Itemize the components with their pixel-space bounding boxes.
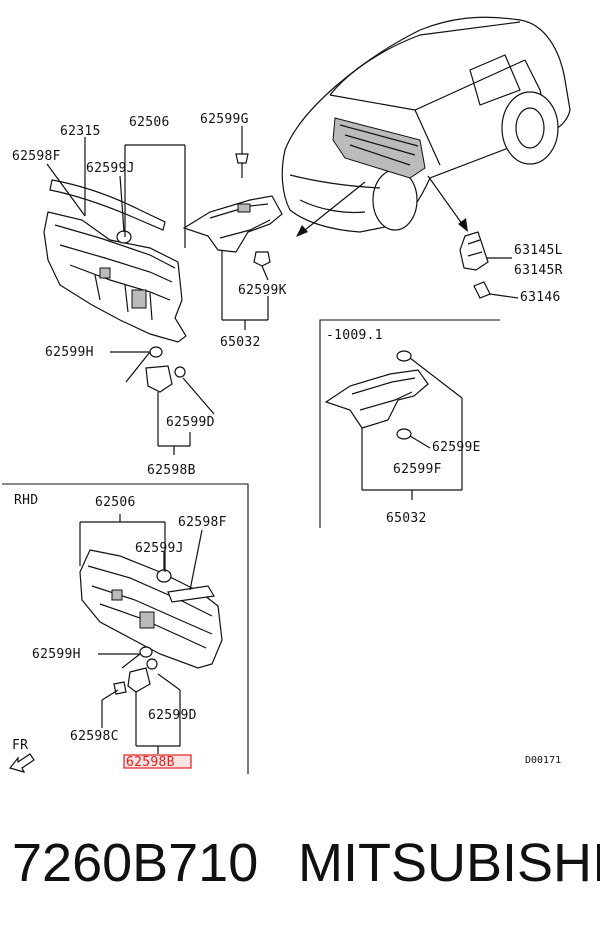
vehicle-illustration [281, 16, 571, 233]
label-62599D-rhd: 62599D [148, 708, 197, 723]
label-63146: 63146 [520, 290, 561, 305]
brand-name: MITSUBISHI [298, 833, 600, 893]
label-62599D: 62599D [166, 415, 215, 430]
highlight-box [123, 754, 192, 769]
cowl-bracket-group [182, 153, 283, 267]
label-62598B-rhd-highlighted: 62598B [126, 755, 175, 770]
label-62599J-rhd: 62599J [135, 541, 184, 556]
label-1009: -1009.1 [326, 328, 383, 343]
label-62315: 62315 [60, 124, 101, 139]
callout-arrows [296, 175, 468, 237]
label-rhd: RHD [14, 493, 38, 508]
label-62599G: 62599G [200, 112, 249, 127]
label-65032-top: 65032 [220, 335, 261, 350]
cowl-bracket-old [324, 350, 429, 440]
label-63145R: 63145R [514, 263, 563, 278]
label-62599H-rhd: 62599H [32, 647, 81, 662]
label-62506: 62506 [129, 115, 170, 130]
part-number: 7260B710 [12, 833, 259, 893]
label-62598B: 62598B [147, 463, 196, 478]
label-62599K: 62599K [238, 283, 287, 298]
leaders-top-left [46, 137, 215, 455]
bracket-63145 [459, 231, 491, 299]
front-arrow-icon [8, 753, 35, 773]
label-62599H: 62599H [45, 345, 94, 360]
label-62599F: 62599F [393, 462, 442, 477]
label-fr: FR [12, 738, 28, 753]
diagram-code: D00171 [525, 755, 561, 766]
label-62598C: 62598C [70, 729, 119, 744]
label-62599E: 62599E [432, 440, 481, 455]
dash-panel-lhd [43, 179, 187, 393]
label-65032-right: 65032 [386, 511, 427, 526]
dash-panel-rhd [79, 549, 223, 695]
label-62598F: 62598F [12, 149, 61, 164]
label-63145L: 63145L [514, 243, 563, 258]
label-62506-rhd: 62506 [95, 495, 136, 510]
label-62599J: 62599J [86, 161, 135, 176]
label-62598F-rhd: 62598F [178, 515, 227, 530]
